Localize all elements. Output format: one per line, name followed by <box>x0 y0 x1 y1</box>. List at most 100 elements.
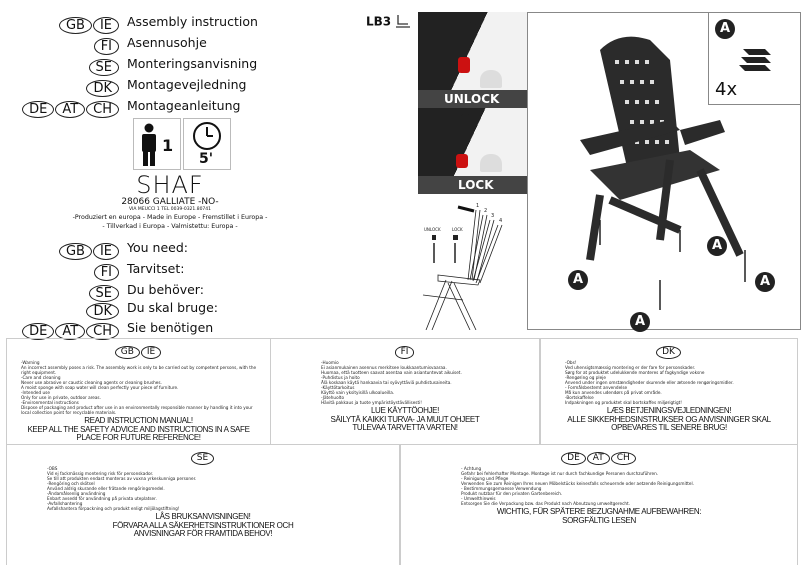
model-label: LB3 <box>366 14 411 30</box>
notice-line: Avfallshantera förpackning och produkt e… <box>47 506 180 511</box>
model-code: LB3 <box>366 14 392 29</box>
country-badge-ch: CH <box>86 323 119 340</box>
notice-line: - Achtung <box>461 466 482 471</box>
shaf-logo: SHAF <box>136 171 204 199</box>
notice-heading-line: WICHTIG, FÜR SPÄTERE BEZUGNAHME AUFBEWAH… <box>496 507 702 516</box>
notice-line: Dispose of packaging and product after u… <box>21 405 253 415</box>
seat-height-icon <box>396 15 411 28</box>
position-3: 3 <box>491 213 494 219</box>
origin-line-2: - Tillverkad i Europa - Valmistettu: Eur… <box>102 223 238 230</box>
language-badges: FI <box>0 35 120 55</box>
country-badge-at: AT <box>55 323 86 340</box>
notice-badges: DK <box>541 342 797 359</box>
instruction-title: Montagevejledning <box>127 77 247 92</box>
language-badges: FI <box>0 261 120 281</box>
country-badge-fi: FI <box>394 346 415 359</box>
notice-heading-line: SÄILYTÄ KAIKKI TURVA- JA MUUT OHJEET <box>330 414 480 424</box>
country-badge-ch: CH <box>610 452 636 465</box>
foot-cap-icon <box>739 49 771 71</box>
manufacturer-city: 28066 GALLIATE -NO- <box>121 197 219 207</box>
notice-body: -Obs!Ved uhensigtsmæssig montering er de… <box>565 360 787 405</box>
notice-line: - Reinigung und Pflege <box>461 476 509 481</box>
country-badge-at: AT <box>55 101 86 118</box>
safety-notice: DK -Obs!Ved uhensigtsmæssig montering er… <box>540 338 798 444</box>
country-badge-de: DE <box>561 452 586 465</box>
notice-heading: LÅS BRUKSANVISNINGEN!FÖRVARA ALLA SÄKERH… <box>11 512 395 539</box>
notice-line: -Warning <box>21 360 40 365</box>
unlock-label: UNLOCK <box>444 92 500 106</box>
lock-label: LOCK <box>458 178 494 192</box>
notice-line: Huomaa, että tuotteen saavat asentaa vai… <box>321 370 462 375</box>
country-badge-de: DE <box>22 323 55 340</box>
notice-badges: FI <box>271 342 539 359</box>
notice-heading: LÆS BETJENINGSVEJLEDNINGEN!ALLE SIKKERHE… <box>545 406 793 433</box>
notice-line: - Formålsbestemt anvendelse <box>565 385 628 390</box>
notice-line: -OBS <box>47 466 58 471</box>
notice-line: -Avfallshantering <box>47 501 83 506</box>
lock-photo: LOCK <box>418 108 528 194</box>
notice-line: Produkt nutzbar für den privaten Gartenb… <box>461 491 563 496</box>
notice-line: -Ändamålsenlig användning <box>47 491 106 496</box>
country-badge-ie: IE <box>92 17 119 34</box>
part-a-badge: A <box>715 19 735 39</box>
position-1: 1 <box>476 203 479 209</box>
notice-line: An incorrect assembly poses a risk. The … <box>21 365 257 375</box>
country-badge-fi: FI <box>93 264 119 281</box>
notice-line: Enbart avsedd för användning på privata … <box>47 496 157 501</box>
notice-line: - Umwelthinweis <box>461 496 496 501</box>
notice-line: Anvend under ingen omstændigheder skuren… <box>565 380 734 385</box>
country-badge-dk: DK <box>656 346 681 359</box>
instruction-title: Monteringsanvisning <box>127 56 258 71</box>
recline-diagram: 1 2 3 4 UNLOCK LOCK <box>422 203 503 330</box>
notice-heading-line: TULEVAA TARVETTA VARTEN! <box>352 423 458 433</box>
country-badge-se: SE <box>88 285 119 302</box>
notice-heading-line: READ INSTRUCTION MANUAL! <box>84 416 193 425</box>
notice-line: Hävitä pakkaus ja tuote ympäristöystäväl… <box>321 400 422 405</box>
small-unlock-icon <box>432 235 436 240</box>
notice-line: -Huomio <box>321 360 339 365</box>
you-need-label: Du behöver: <box>127 282 204 297</box>
notice-heading-line: ANVISNINGAR FÖR FRAMTIDA BEHOV! <box>133 529 273 539</box>
notice-line: Verwenden Sie zum Reinigen Ihres neuen M… <box>461 481 694 486</box>
part-count: 4x <box>715 79 738 100</box>
notice-line: Se till att produkten endast monteras av… <box>47 476 197 481</box>
you-need-label: Du skal bruge: <box>127 300 218 315</box>
notice-line: Indpakningen og produktet skal bortskaff… <box>565 400 682 405</box>
parts-box: A 4x <box>708 12 801 105</box>
notice-heading-line: OPBEVARES TIL SENERE BRUG! <box>611 423 727 433</box>
notice-line: Sørg for at produktet udelukkende monter… <box>565 370 705 375</box>
language-badges: SE <box>0 282 120 302</box>
persons-count: 1 <box>162 136 174 155</box>
part-a-callout: A <box>568 270 588 290</box>
language-badges: SE <box>0 56 120 76</box>
country-badge-se: SE <box>88 59 119 76</box>
chair-panel <box>527 12 801 330</box>
notice-line: -Obs! <box>565 360 577 365</box>
notice-line: Never use abrasive or caustic cleaning a… <box>21 380 162 385</box>
unlock-padlock-icon <box>458 22 478 42</box>
country-badge-se: SE <box>190 452 215 465</box>
position-4: 4 <box>499 218 502 224</box>
part-a-callout: A <box>707 236 727 256</box>
notice-line: Må kun anvendes udendørs på privat områd… <box>565 390 662 395</box>
notice-badges: SE <box>7 448 399 465</box>
time-value: 5' <box>199 151 214 167</box>
language-badges: DK <box>0 300 120 320</box>
clock-icon <box>193 122 221 150</box>
notice-line: Only for use in private, outdoor areas. <box>21 395 101 400</box>
country-badge-ie: IE <box>140 346 162 359</box>
diagram-lock-label: LOCK <box>452 227 463 232</box>
notice-heading-line: LÆS BETJENINGSVEJLEDNINGEN! <box>606 406 732 415</box>
notice-line: Älä koskaan käytä hankaavia tai syövyttä… <box>321 380 452 385</box>
notice-line: A moist sponge with soap water will clea… <box>21 385 179 390</box>
